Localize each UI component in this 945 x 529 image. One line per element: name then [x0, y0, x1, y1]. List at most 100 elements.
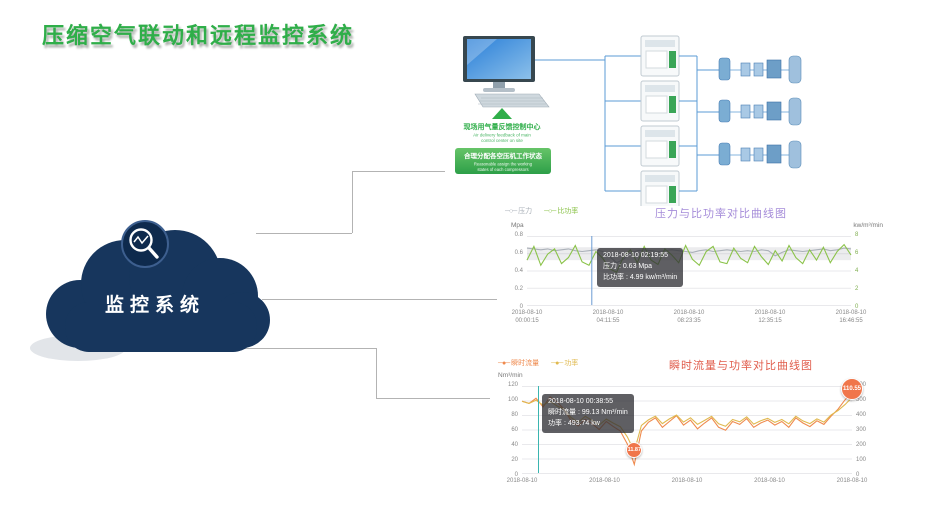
- plot-area[interactable]: 2018-08-10 02:19:55 压力 : 0.63 Mpa 比功率 : …: [526, 236, 852, 306]
- axis-tick-label: 40: [511, 442, 518, 448]
- equipment-row: [718, 97, 802, 126]
- axis-tick-label: 0: [514, 472, 518, 478]
- chart-title: 瞬时流量与功率对比曲线图: [669, 360, 813, 372]
- equipment-row: [718, 140, 802, 169]
- svg-text:Air delivery feedback of main: Air delivery feedback of main: [473, 133, 531, 138]
- svg-text:现场用气量反馈控制中心: 现场用气量反馈控制中心: [464, 122, 541, 131]
- axis-tick-label: 0.2: [514, 286, 523, 292]
- compressor-unit: [640, 125, 680, 167]
- cloud-graphic: [30, 220, 270, 361]
- x-axis: 2018-08-10 2018-08-10 2018-08-10 2018-08-10…: [507, 476, 868, 490]
- axis-tick-label: 300: [856, 427, 867, 433]
- connector-line: [262, 299, 497, 300]
- axis-tick-label: 80: [511, 412, 518, 418]
- chart-legend: ─●─ 瞬时流量 ─●─ 功率: [498, 358, 578, 368]
- plot-canvas: [526, 236, 852, 306]
- legend-label: 比功率: [557, 208, 579, 215]
- feedback-note: 现场用气量反馈控制中心 Air delivery feedback of mai…: [464, 108, 541, 143]
- equipment-row: [718, 55, 802, 84]
- axis-tick-label: 0: [856, 472, 860, 478]
- axis-tick-label: 20: [511, 457, 518, 463]
- pressure-power-chart: ─○─ 压力 ─○─ 比功率 压力与比功率对比曲线图 Mpa kw/m³/min…: [497, 204, 885, 336]
- axis-tick-label: 4: [855, 268, 859, 274]
- compressor-unit: [640, 35, 680, 77]
- axis-tick-label: 0.6: [514, 250, 523, 256]
- x-axis-label: 2018-08-10: [754, 478, 785, 484]
- data-label-marker: 110.55: [841, 377, 863, 400]
- control-center-computer: [463, 36, 550, 108]
- data-label-marker: 11.87: [626, 442, 643, 459]
- connector-line: [236, 348, 376, 349]
- chart-title: 压力与比功率对比曲线图: [655, 208, 787, 220]
- monitoring-system-cloud: 监控系统: [30, 196, 280, 366]
- axis-tick-label: 60: [511, 427, 518, 433]
- y-axis-left: 0.8 0.6 0.4 0.2 0: [497, 232, 523, 310]
- y-axis-unit-left: Mpa: [511, 222, 524, 229]
- axis-tick-label: 200: [856, 442, 867, 448]
- x-axis-label: 2018-08-10: [836, 478, 868, 484]
- connector-line: [352, 171, 353, 233]
- page-title: 压缩空气联动和远程监控系统: [42, 23, 355, 48]
- legend-marker-icon: ─●─: [498, 359, 510, 367]
- system-diagram: 现场用气量反馈控制中心 Air delivery feedback of mai…: [445, 28, 845, 212]
- legend-item-pressure[interactable]: ─○─ 压力: [505, 206, 532, 216]
- x-axis-label: 2018-08-10: [589, 478, 620, 484]
- air-compressors: [640, 35, 680, 212]
- legend-marker-icon: ─○─: [544, 207, 556, 215]
- svg-text:Reasonable assign the working: Reasonable assign the working: [474, 162, 533, 167]
- connector-line: [376, 398, 490, 399]
- wiring-right: [679, 55, 719, 192]
- axis-tick-label: 0: [855, 304, 859, 310]
- svg-text:states of each compressors: states of each compressors: [477, 167, 528, 172]
- compressor-unit: [640, 80, 680, 122]
- legend-item-specific-power[interactable]: ─○─ 比功率: [544, 206, 578, 216]
- connector-line: [376, 348, 377, 398]
- axis-tick-label: 0.8: [514, 232, 523, 238]
- series-line: [526, 243, 852, 273]
- x-axis-label: 2018-08-10: [506, 478, 538, 484]
- legend-label: 功率: [564, 360, 579, 367]
- assign-box: 合理分配各空压机工作状态 Reasonable assign the worki…: [455, 148, 551, 174]
- chart-tooltip: 2018-08-10 02:19:55 压力 : 0.63 Mpa 比功率 : …: [597, 248, 684, 287]
- y-axis-right: 8 6 4 2 0: [855, 232, 885, 310]
- axis-tick-label: 500: [856, 397, 867, 403]
- svg-text:control center on site: control center on site: [481, 138, 523, 143]
- legend-marker-icon: ─○─: [505, 207, 517, 215]
- chart-legend: ─○─ 压力 ─○─ 比功率: [505, 206, 578, 216]
- legend-item-flow[interactable]: ─●─ 瞬时流量: [498, 358, 539, 368]
- connector-line: [256, 233, 352, 234]
- chart-tooltip: 2018-08-10 00:38:55 瞬时流量 : 99.13 Nm³/min…: [542, 394, 634, 433]
- axis-tick-label: 6: [855, 250, 859, 256]
- y-axis-right: 6005004003002001000: [856, 382, 886, 478]
- connector-line: [352, 171, 445, 172]
- axis-tick-label: 100: [507, 397, 518, 403]
- axis-tick-label: 0: [519, 304, 523, 310]
- svg-text:合理分配各空压机工作状态: 合理分配各空压机工作状态: [463, 151, 543, 160]
- compressor-unit: [640, 170, 680, 212]
- plot-area[interactable]: 2018-08-10 00:38:55 瞬时流量 : 99.13 Nm³/min…: [521, 377, 863, 474]
- up-arrow-icon: [492, 108, 512, 119]
- flow-power-chart: ─●─ 瞬时流量 ─●─ 功率 瞬时流量与功率对比曲线图 Nm³/min 120…: [490, 356, 888, 508]
- y-axis-unit-right: kw/m³/min: [853, 222, 883, 229]
- legend-label: 压力: [518, 208, 533, 215]
- legend-item-power[interactable]: ─●─ 功率: [551, 358, 578, 368]
- axis-tick-label: 8: [855, 232, 859, 238]
- y-axis-unit-left: Nm³/min: [498, 372, 523, 379]
- axis-tick-label: 120: [507, 382, 518, 388]
- air-treatment-equipment: [718, 55, 802, 169]
- legend-marker-icon: ─●─: [551, 359, 563, 367]
- cloud-label: 监控系统: [104, 295, 205, 316]
- axis-tick-label: 2: [855, 286, 859, 292]
- magnifier-trend-icon: [121, 220, 169, 268]
- axis-tick-label: 100: [856, 457, 867, 463]
- legend-label: 瞬时流量: [511, 360, 540, 367]
- axis-tick-label: 0.4: [514, 268, 523, 274]
- axis-tick-label: 400: [856, 412, 867, 418]
- wiring-left: [535, 55, 641, 192]
